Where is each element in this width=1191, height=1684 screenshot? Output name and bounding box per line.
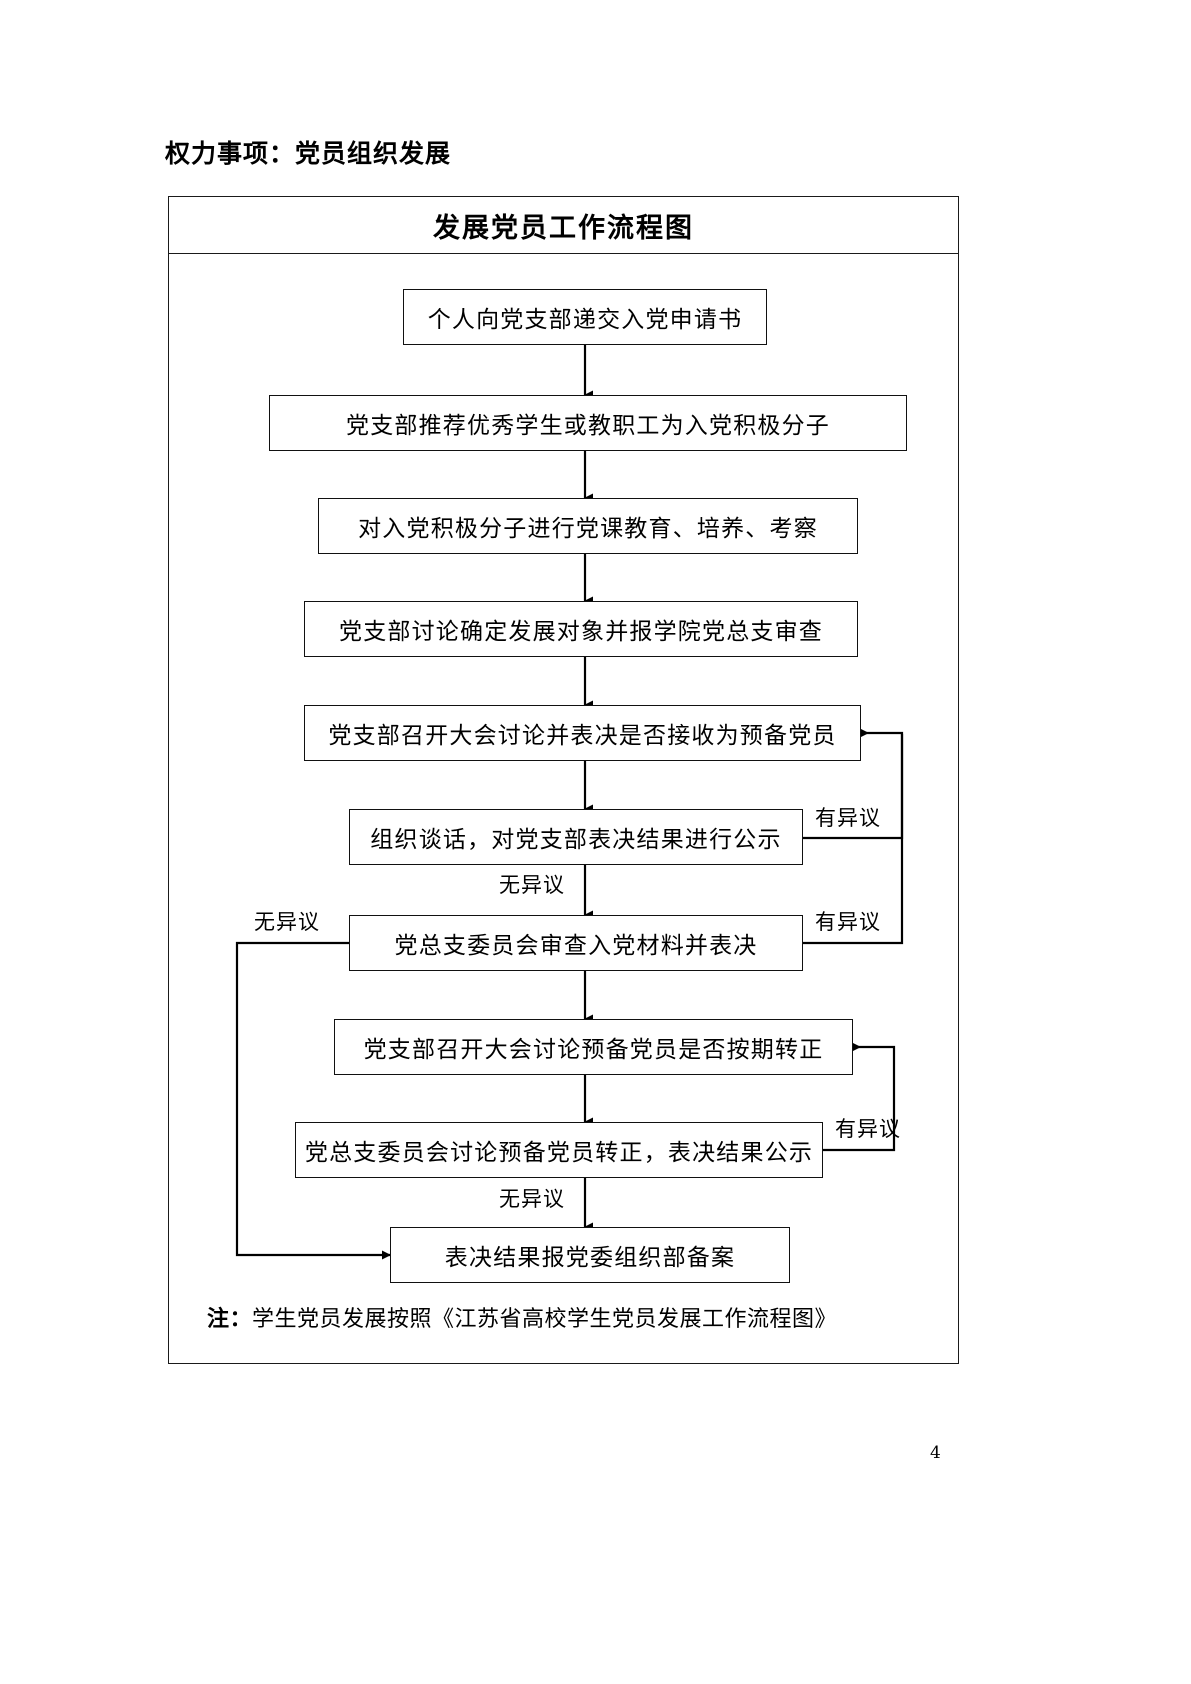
flow-node-3[interactable]: 对入党积极分子进行党课教育、培养、考察 — [318, 498, 858, 554]
flowchart-title-bar: 发展党员工作流程图 — [169, 197, 958, 254]
flowchart-note: 注：学生党员发展按照《江苏省高校学生党员发展工作流程图》 — [207, 1301, 837, 1333]
flowchart-frame: 发展党员工作流程图 — [168, 196, 959, 1364]
edge-label-objection-3: 有异议 — [835, 1117, 901, 1141]
page-title: 权力事项：党员组织发展 — [165, 139, 452, 168]
flowchart-canvas: 个人向党支部递交入党申请书 党支部推荐优秀学生或教职工为入党积极分子 对入党积极… — [169, 197, 960, 1365]
flow-node-9[interactable]: 党总支委员会讨论预备党员转正，表决结果公示 — [295, 1122, 823, 1178]
flow-node-7[interactable]: 党总支委员会审查入党材料并表决 — [349, 915, 803, 971]
flow-node-4[interactable]: 党支部讨论确定发展对象并报学院党总支审查 — [304, 601, 858, 657]
edge-label-objection-1: 有异议 — [815, 806, 881, 830]
flow-node-6[interactable]: 组织谈话，对党支部表决结果进行公示 — [349, 809, 803, 865]
note-text: 学生党员发展按照《江苏省高校学生党员发展工作流程图》 — [252, 1307, 838, 1332]
flowchart-title: 发展党员工作流程图 — [433, 212, 694, 244]
edge-label-objection-2: 有异议 — [815, 910, 881, 934]
edge-label-no-objection-2: 无异议 — [254, 910, 320, 934]
flow-node-1[interactable]: 个人向党支部递交入党申请书 — [403, 289, 767, 345]
page-number: 4 — [930, 1443, 941, 1463]
note-label: 注： — [207, 1306, 253, 1332]
flow-node-5[interactable]: 党支部召开大会讨论并表决是否接收为预备党员 — [304, 705, 861, 761]
flow-node-8[interactable]: 党支部召开大会讨论预备党员是否按期转正 — [334, 1019, 853, 1075]
edge-label-no-objection-3: 无异议 — [499, 1187, 565, 1211]
edge-label-no-objection-1: 无异议 — [499, 873, 565, 897]
flow-node-2[interactable]: 党支部推荐优秀学生或教职工为入党积极分子 — [269, 395, 907, 451]
flow-node-10[interactable]: 表决结果报党委组织部备案 — [390, 1227, 790, 1283]
